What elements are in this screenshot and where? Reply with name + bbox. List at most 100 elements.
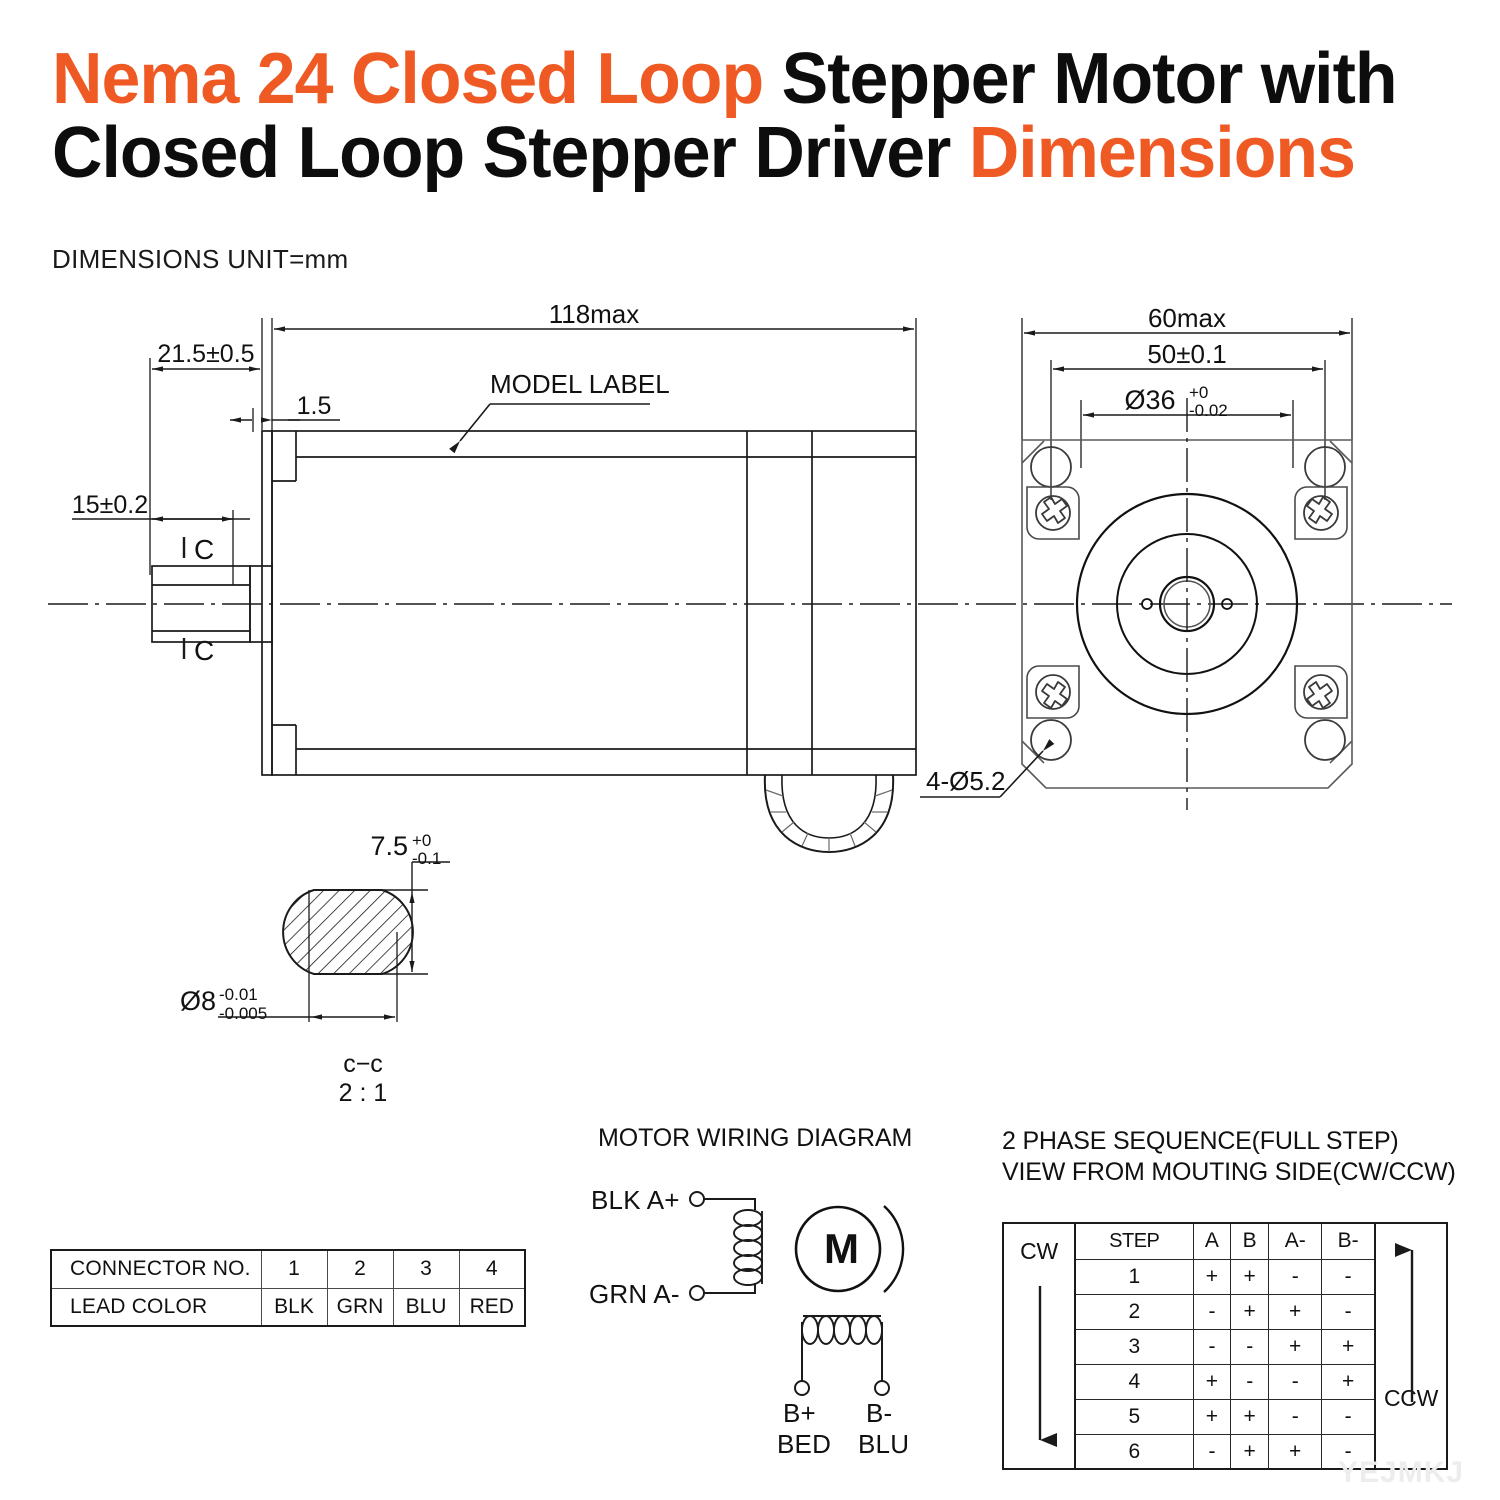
dim-text-flat-tol-upper: +0 — [412, 831, 431, 850]
lead-color-2: GRN — [326, 1287, 394, 1327]
motor-arc — [883, 1205, 905, 1293]
dim-text-shaft-tol-upper: -0.01 — [219, 985, 258, 1004]
model-label-text: MODEL LABEL — [490, 369, 670, 399]
ccw-arrow-icon — [1395, 1243, 1414, 1402]
table-row: 2 - + + - — [1076, 1293, 1374, 1330]
table-row: 3 - - + + — [1076, 1328, 1374, 1365]
step-5-b: + — [1230, 1398, 1270, 1435]
wiring-label-b-minus: B- — [866, 1398, 893, 1428]
hole-callout-text: 4-Ø5.2 — [926, 766, 1006, 796]
face-dot-right — [1221, 598, 1233, 610]
terminal-a-plus — [689, 1191, 705, 1207]
wiring-diagram — [689, 1191, 905, 1396]
screw-tl-icon — [1026, 486, 1080, 540]
cable-loop — [763, 774, 895, 854]
step-5-no: 5 — [1076, 1398, 1194, 1435]
table-row: 1 + + - - — [1076, 1258, 1374, 1295]
table-header-row: STEP A B A- B- — [1076, 1224, 1374, 1260]
units-note: DIMENSIONS UNIT=mm — [52, 244, 349, 274]
pilot-circle-mid — [1116, 533, 1258, 675]
step-6-b: + — [1230, 1433, 1270, 1469]
step-5-a-minus: - — [1268, 1398, 1323, 1435]
phase-sequence-title-line1: 2 PHASE SEQUENCE(FULL STEP) — [1002, 1127, 1399, 1155]
wiring-label-b-plus: B+ — [783, 1398, 816, 1428]
phase-sequence-table: STEP A B A- B- 1 + + - - 2 - + + - 3 — [1076, 1224, 1374, 1469]
step-5-a: + — [1192, 1398, 1232, 1435]
wire-a-plus — [704, 1198, 756, 1210]
section-scale-label: 2 : 1 — [339, 1079, 388, 1107]
dim-text-pilot-tol-upper: +0 — [1189, 383, 1208, 402]
header-a: A — [1192, 1224, 1232, 1260]
step-1-b: + — [1230, 1258, 1270, 1295]
mounting-hole-bl — [1030, 719, 1072, 761]
step-1-b-minus: - — [1321, 1258, 1374, 1295]
connector-table: CONNECTOR NO. 1 2 3 4 LEAD COLOR BLK GRN… — [50, 1249, 526, 1327]
header-b-minus: B- — [1321, 1224, 1374, 1260]
dim-text-flat-tol-lower: -0.1 — [412, 849, 441, 868]
dim-text-flange: 1.5 — [297, 392, 332, 420]
coil-a — [733, 1209, 763, 1286]
table-row: 6 - + + - — [1076, 1433, 1374, 1469]
pilot-circle-outer — [1075, 492, 1299, 716]
step-4-b: - — [1230, 1363, 1270, 1400]
dim-pilot-diameter: Ø36 +0 -0.02 — [1080, 383, 1294, 468]
title-line-1: Nema 24 Closed Loop Stepper Motor with — [52, 42, 1429, 116]
section-cc-detail: 7.5 +0 -0.1 Ø8 -0.01 -0.005 c−c 2 : 1 — [180, 831, 450, 1107]
face-plate-outline — [1021, 439, 1353, 789]
motor-symbol-label: M — [824, 1225, 860, 1272]
table-row: LEAD COLOR BLK GRN BLU RED — [50, 1287, 526, 1327]
face-plate-chamfers — [1021, 440, 1353, 764]
dim-text-shaft-tol-lower: -0.005 — [219, 1004, 267, 1023]
motor-shaft — [151, 565, 251, 643]
shaft-section-profile — [282, 889, 414, 975]
step-5-b-minus: - — [1321, 1398, 1374, 1435]
title-line-2: Closed Loop Stepper Driver Dimensions — [52, 116, 1429, 190]
terminal-a-minus — [689, 1285, 705, 1301]
connector-no-3: 3 — [392, 1249, 460, 1289]
dim-shaft-length: 21.5±0.5 — [149, 318, 263, 575]
dim-text-bolt-circle: 50±0.1 — [1147, 339, 1226, 369]
cw-label: CW — [1020, 1238, 1058, 1264]
side-view: 118max 21.5±0.5 1.5 — [48, 299, 1452, 854]
screw-bl-icon — [1026, 665, 1080, 719]
dim-text-flat-height: 7.5 — [370, 831, 408, 861]
dim-shaft-diameter: Ø8 -0.01 -0.005 — [180, 890, 398, 1023]
connector-no-1: 1 — [260, 1249, 328, 1289]
lead-color-4: RED — [458, 1287, 526, 1327]
dim-text-shaft: 21.5±0.5 — [157, 340, 254, 368]
header-b: B — [1230, 1224, 1270, 1260]
dim-text-flat: 15±0.2 — [72, 491, 148, 519]
dim-overall-length: 118max — [271, 299, 917, 430]
cw-arrow-icon — [1038, 1286, 1057, 1447]
title-accent-2: Dimensions — [968, 113, 1356, 193]
phase-sequence-block: CW STEP A B A- B- 1 + + — [1002, 1222, 1448, 1470]
dim-flat-height: 7.5 +0 -0.1 — [370, 831, 450, 975]
motor-body — [271, 430, 917, 776]
phase-sequence-title: 2 PHASE SEQUENCE(FULL STEP) VIEW FROM MO… — [1002, 1126, 1456, 1188]
step-6-a: - — [1192, 1433, 1232, 1469]
cw-column: CW — [1004, 1224, 1076, 1468]
phase-sequence-title-line2: VIEW FROM MOUTING SIDE(CW/CCW) — [1002, 1158, 1456, 1186]
connector-no-label: CONNECTOR NO. — [50, 1249, 262, 1289]
dim-text-overall: 118max — [549, 299, 640, 329]
dim-bolt-circle: 50±0.1 — [1050, 339, 1326, 500]
step-2-a: - — [1192, 1293, 1232, 1330]
step-2-no: 2 — [1076, 1293, 1194, 1330]
section-marker-bottom-label: C — [194, 635, 214, 666]
coil-b — [801, 1315, 883, 1345]
model-label-callout: MODEL LABEL — [449, 369, 670, 454]
step-6-b-minus: - — [1321, 1433, 1374, 1469]
face-dot-left — [1141, 598, 1153, 610]
lead-color-1: BLK — [260, 1287, 328, 1327]
section-marker-top-label: C — [194, 534, 214, 565]
wiring-label-b-minus-color: BLU — [858, 1429, 910, 1459]
dim-text-pilot-tol-lower: -0.02 — [1189, 401, 1228, 420]
title-accent-1: Nema 24 Closed Loop — [52, 39, 782, 119]
step-3-b: - — [1230, 1328, 1270, 1365]
dim-text-shaft-dia: Ø8 — [180, 986, 216, 1016]
watermark: YEJMKJ — [1338, 1456, 1465, 1489]
dim-text-outer-width: 60max — [1148, 303, 1226, 333]
section-marker-top: C — [182, 534, 214, 565]
lead-color-label: LEAD COLOR — [50, 1287, 262, 1327]
